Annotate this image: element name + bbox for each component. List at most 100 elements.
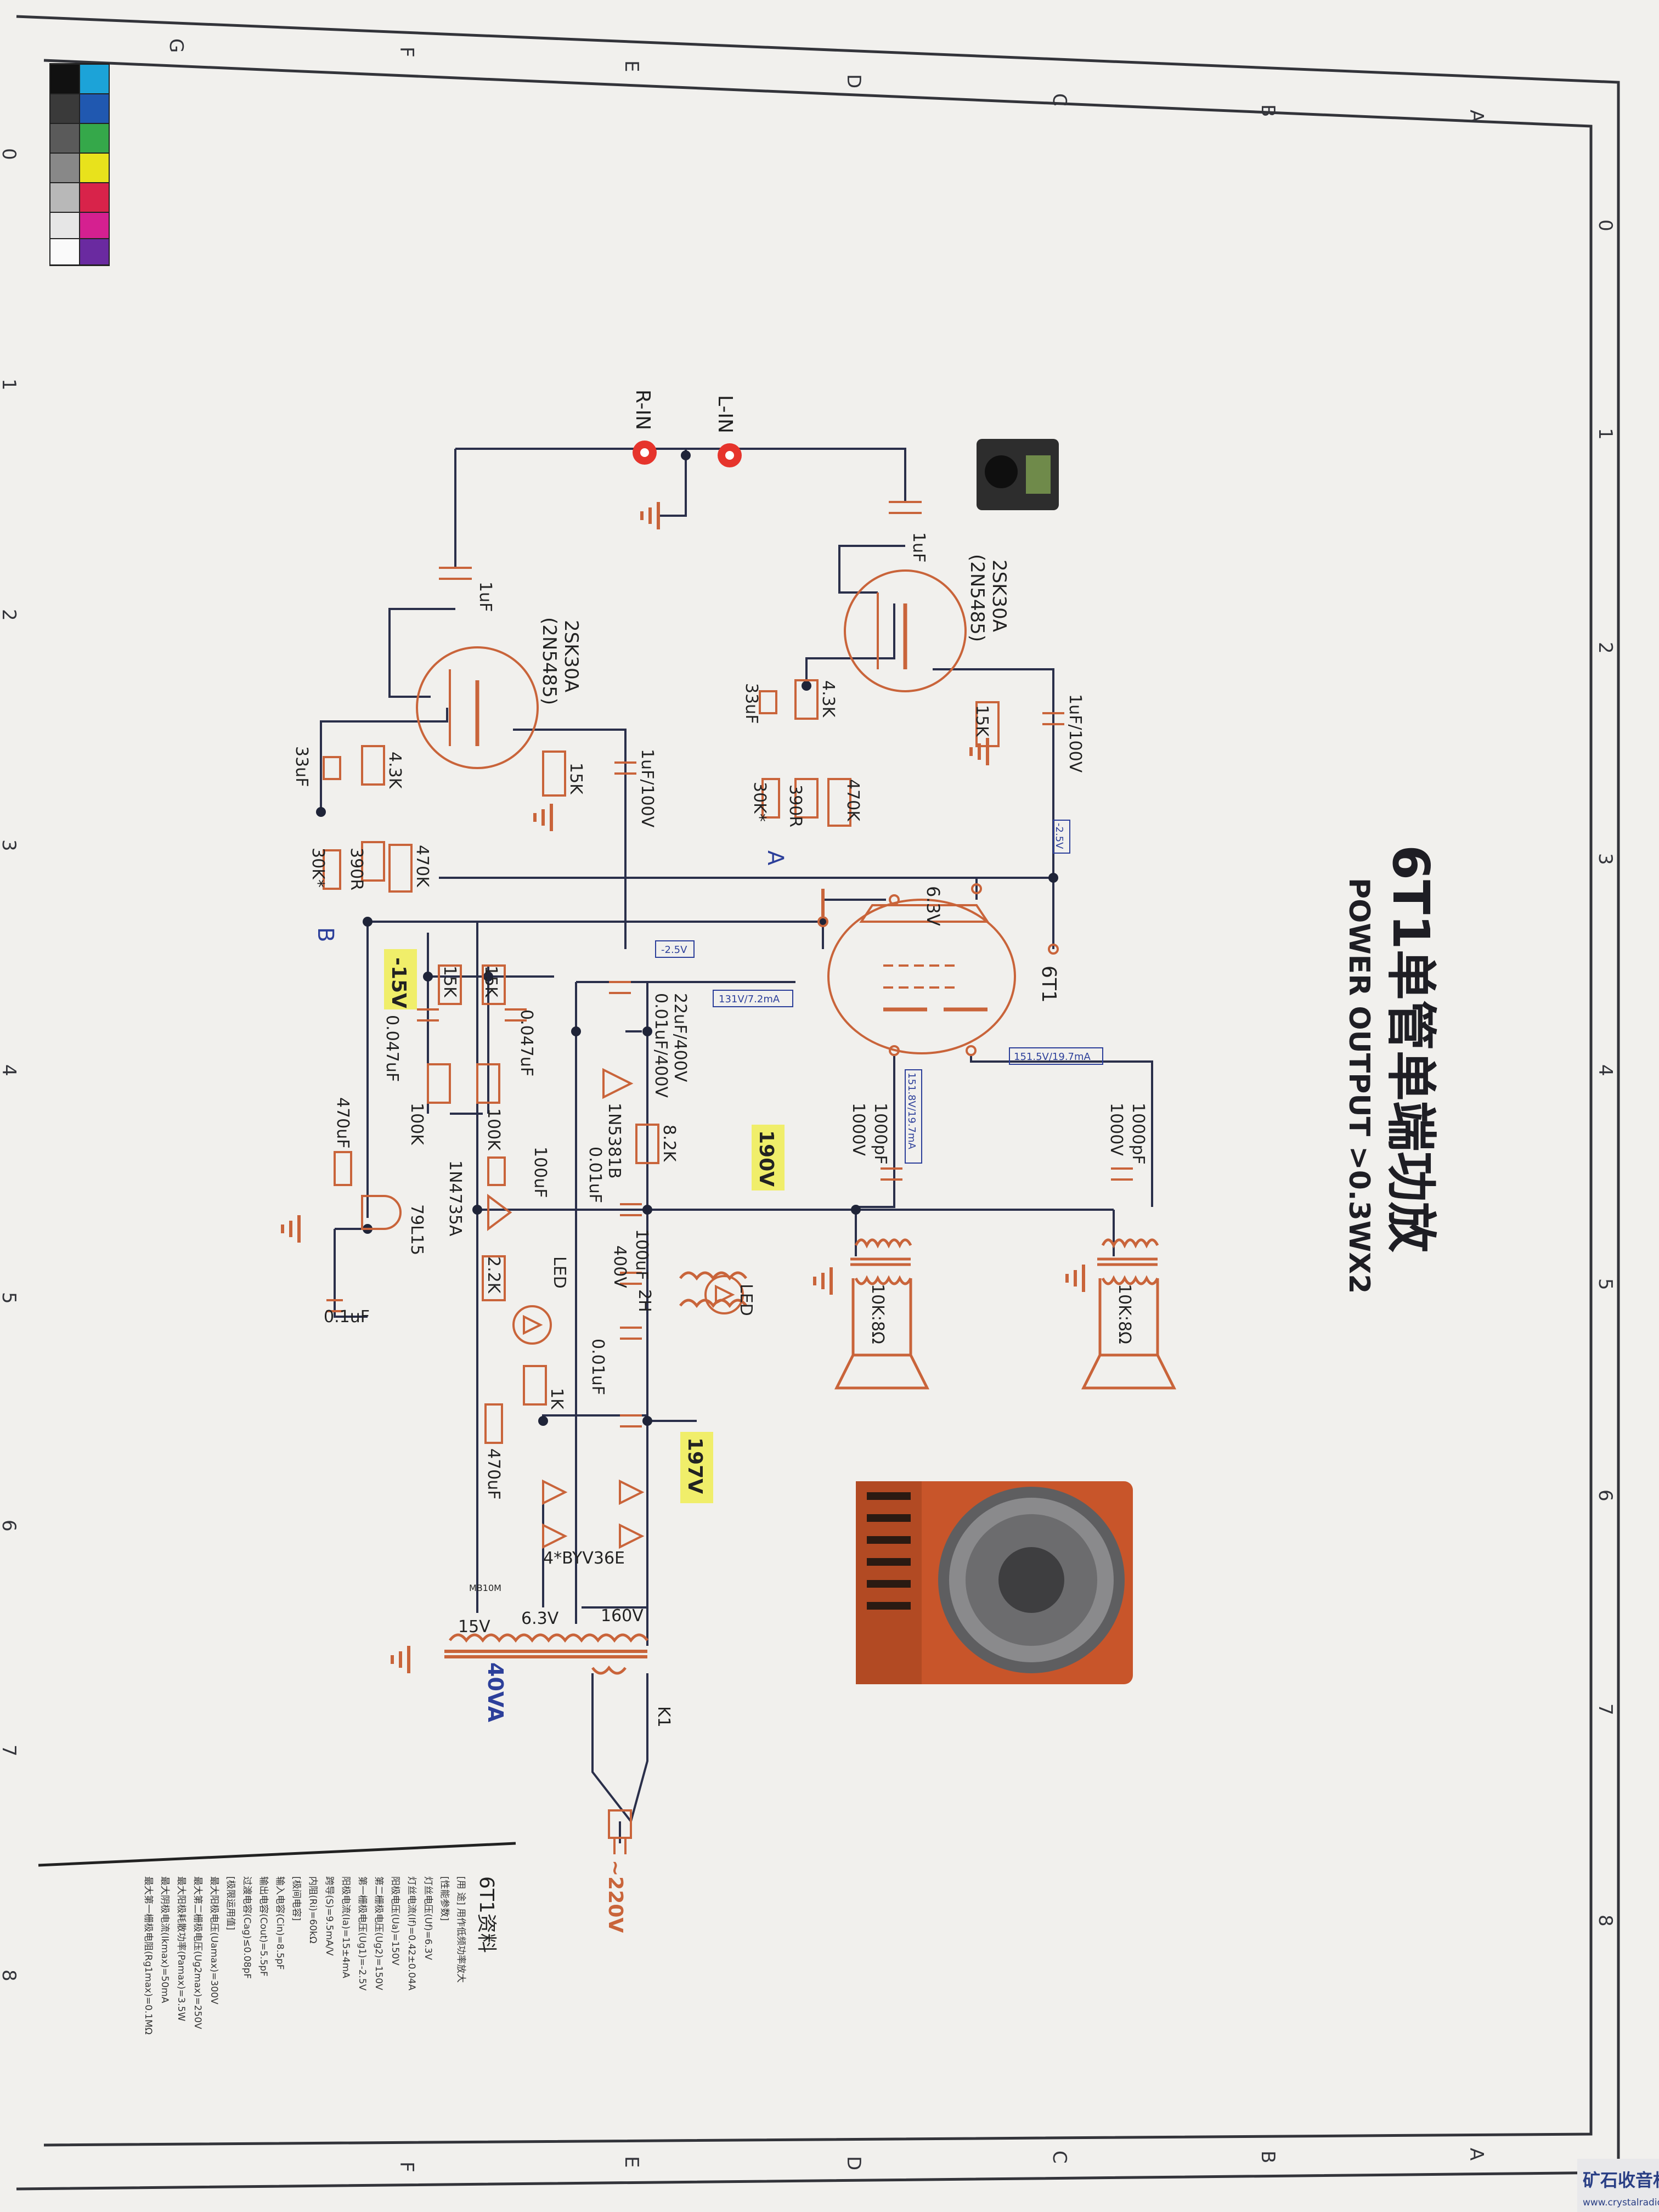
- r-390-label: 390R: [786, 785, 805, 827]
- datasheet-line: 最大第二栅极电压(Ug2max)=250V: [192, 1876, 203, 2029]
- xfmr-label: 10K:8Ω: [868, 1284, 887, 1344]
- c-470u-label: 470uF: [484, 1448, 503, 1500]
- border-col-label: 6: [1594, 1489, 1616, 1502]
- title-block: 6T1单管单端功放 POWER OUTPUT >0.3WX2: [1342, 845, 1440, 1294]
- border-row-label: E: [620, 60, 642, 72]
- led-label: LED: [736, 1284, 755, 1316]
- datasheet-line: [极间电容]: [291, 1876, 302, 1921]
- border-col-label: 1: [0, 379, 20, 391]
- component-labels: 1uF 1uF 4.3K 33uF 390R 30K* 470K 15K 1uF…: [292, 532, 1148, 1933]
- datasheet-line: [极限运用值]: [225, 1876, 236, 1930]
- border-col-label: 4: [0, 1064, 20, 1076]
- border-row-label: G: [165, 38, 187, 53]
- components-graphic: [323, 501, 1133, 1854]
- r-100k-label: 100K: [407, 1103, 426, 1146]
- c-in-label: 1uF: [909, 532, 928, 562]
- xfmr-label: 10K:8Ω: [1115, 1284, 1134, 1344]
- component-photo-icon: [977, 439, 1059, 510]
- border-row-label: F: [396, 2162, 417, 2172]
- r-15k-label: 15K: [566, 763, 585, 795]
- speaker-a-symbol: [834, 1353, 930, 1390]
- border-col-label: 4: [1594, 1064, 1616, 1076]
- jfet-alt: (2N5485): [966, 554, 988, 642]
- output-stage-graphics: [834, 1238, 1177, 1390]
- diodes-label: 4*BYV36E: [543, 1549, 625, 1568]
- l-in-label: L-IN: [714, 395, 736, 433]
- border-col-label: 0: [0, 148, 20, 160]
- border-col-label: 3: [1594, 853, 1616, 865]
- watermark-name: 矿石收音机: [1583, 2170, 1659, 2191]
- datasheet-title: 6T1资料: [475, 1876, 498, 1953]
- c-1000p-label: 1000pF: [871, 1103, 890, 1165]
- choke-label: 2H: [635, 1289, 654, 1312]
- tap-15v: 15V: [458, 1617, 490, 1637]
- tube-6t1: [817, 883, 1059, 1056]
- xfmr-rating: 40VA: [483, 1662, 507, 1723]
- tube-heater: 6.3V: [923, 886, 944, 926]
- c-1u100-label: 1uF/100V: [637, 749, 657, 828]
- grid-bias-b: -2.5V: [661, 944, 687, 956]
- border-rows-top: G F E D C B A: [165, 38, 1487, 122]
- border-row-label: C: [1048, 93, 1070, 106]
- c-33u-label: 33uF: [292, 746, 311, 787]
- color-calibration-strip: [49, 63, 110, 266]
- junctions: [316, 450, 1058, 1426]
- transformer-labels: 15V 6.3V 160V 40VA: [458, 1606, 644, 1723]
- r-470k-label: 470K: [413, 845, 432, 888]
- datasheet-line: 灯丝电压(Uf)=6.3V: [422, 1876, 433, 1960]
- border-row-label: D: [843, 74, 865, 88]
- datasheet-line: 跨导(S)=9.5mA/V: [324, 1876, 335, 1956]
- marker-b-label: B: [313, 927, 338, 942]
- datasheet-line: 第一栅极电压(Ug1)=-2.5V: [357, 1876, 368, 1991]
- watermark: 矿石收音机 www.crystalradio.cn: [1577, 2159, 1659, 2212]
- input-jacks: L-IN R-IN: [631, 390, 742, 467]
- tap-160v: 160V: [601, 1606, 644, 1626]
- jfet-part: 2SK30A: [560, 620, 582, 692]
- c-0047-label: 0.047uF: [382, 1015, 402, 1082]
- datasheet-line: [性能参数]: [439, 1876, 450, 1921]
- reg-label: 79L15: [407, 1204, 426, 1255]
- datasheet-line: 内阻(Ri)=60kΩ: [307, 1876, 318, 1944]
- border-cols-right: 0 1 2 3 4 5 6 7 8: [1594, 219, 1616, 1927]
- jfet-labels: 2SK30A (2N5485) 2SK30A (2N5485): [538, 554, 1010, 705]
- jfet-alt: (2N5485): [538, 617, 560, 705]
- c-001u400-label: 0.01uF/400V: [651, 993, 670, 1098]
- border-col-label: 5: [1594, 1278, 1616, 1290]
- r-2k2-label: 2.2K: [484, 1256, 503, 1294]
- v400-label: 400V: [610, 1245, 629, 1288]
- c-01u-label: 0.1uF: [324, 1307, 370, 1327]
- c-001u-label: 0.01uF: [585, 1147, 605, 1203]
- voltage-197: 197V: [684, 1437, 706, 1494]
- switch-label: K1: [654, 1706, 673, 1728]
- speaker-b-symbol: [1081, 1353, 1177, 1390]
- r-15k-b-label: 15K: [440, 966, 459, 998]
- voltage-190: 190V: [755, 1130, 777, 1187]
- border-row-label: B: [1257, 104, 1279, 117]
- jfet-stage: [416, 569, 967, 769]
- jfet-symbol: [844, 569, 967, 692]
- border-rows-bottom: F E D C B A: [396, 2148, 1487, 2172]
- border-col-label: 7: [1594, 1703, 1616, 1716]
- wires: [320, 448, 1153, 1843]
- r-15k-b-label: 15K: [481, 966, 500, 998]
- border-col-label: 8: [0, 1970, 20, 1982]
- border-col-label: 1: [1594, 428, 1616, 440]
- screen-voltage: 131V/7.2mA: [719, 994, 780, 1005]
- border-row-label: B: [1257, 2151, 1279, 2163]
- r-470k-label: 470K: [843, 779, 862, 822]
- datasheet-line: 第二栅极电压(Ug2)=150V: [373, 1876, 384, 1990]
- datasheet-line: 输入电容(Cin)=8.5pF: [274, 1876, 285, 1970]
- page-subtitle: POWER OUTPUT >0.3WX2: [1342, 878, 1375, 1294]
- r-4k3-label: 4.3K: [385, 752, 404, 789]
- r-in-label: R-IN: [631, 390, 654, 430]
- border-col-label: 7: [0, 1745, 20, 1757]
- border-col-label: 2: [0, 609, 20, 621]
- jfet-symbol: [416, 646, 539, 769]
- r-390-label: 390R: [347, 848, 366, 890]
- r-30k-label: 30K*: [750, 782, 769, 822]
- watermark-url: www.crystalradio.cn: [1583, 2197, 1659, 2208]
- border-row-label: D: [843, 2156, 865, 2170]
- jfet-part: 2SK30A: [988, 560, 1010, 632]
- plate-a-voltage: 151.5V/19.7mA: [1014, 1051, 1091, 1063]
